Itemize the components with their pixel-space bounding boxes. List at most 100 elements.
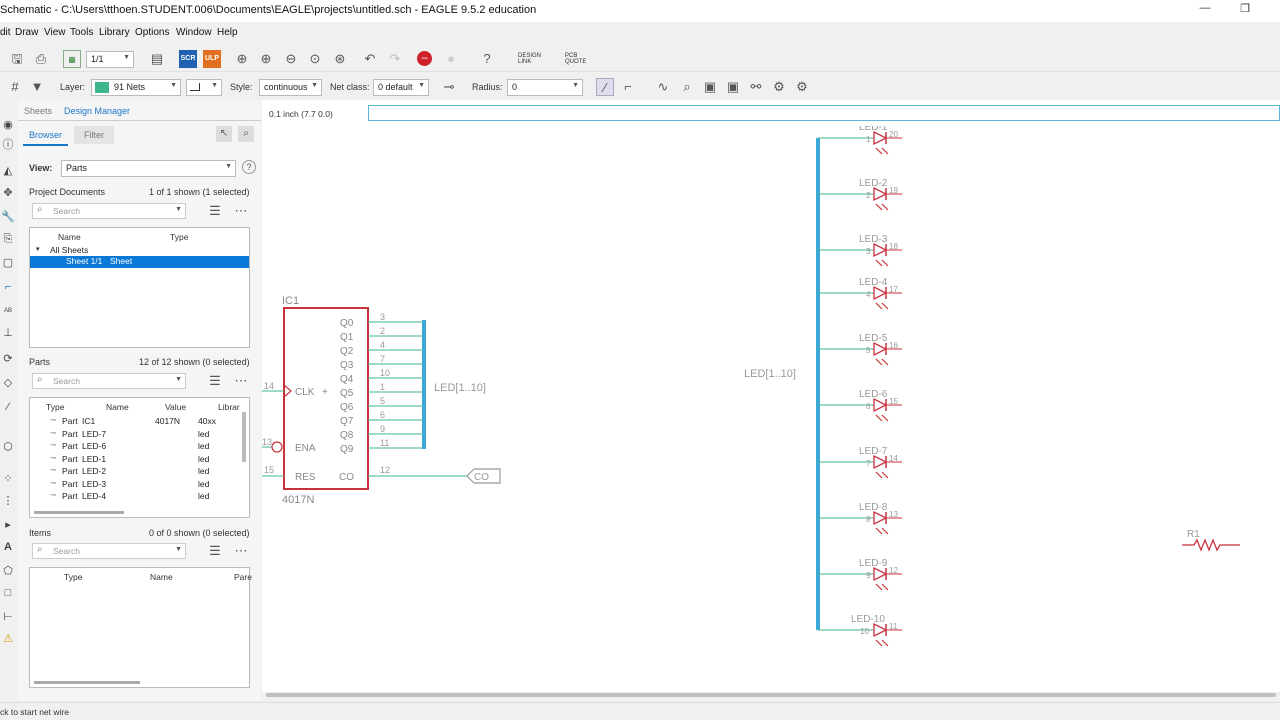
co-port-shape[interactable] [466, 468, 501, 484]
help-icon[interactable]: ? [242, 160, 256, 174]
cam-icon[interactable]: ▤ [150, 51, 164, 66]
menu-window[interactable]: Window [176, 27, 212, 38]
design-link-button[interactable]: DESIGN LINK [518, 53, 542, 65]
help-icon[interactable]: ? [483, 51, 491, 66]
tab-filter[interactable]: Filter [74, 126, 114, 144]
net-icon[interactable]: ⌐ [4, 281, 12, 293]
filter-icon[interactable]: ▼ [30, 79, 44, 94]
component2-icon[interactable]: ▣ [726, 79, 740, 94]
zoom-fit-icon[interactable]: ⊕ [236, 51, 248, 66]
column-header-name[interactable]: Name [106, 402, 129, 412]
netclass-select[interactable]: 0 default▼ [373, 79, 429, 96]
pin-icon[interactable]: ⋮ [2, 495, 14, 507]
arc-line-icon[interactable]: ⌐ [624, 79, 632, 94]
scrollbar-horizontal[interactable] [34, 681, 140, 684]
move-icon[interactable]: ✥ [3, 187, 13, 199]
zoom-redraw-icon[interactable]: ⊙ [309, 51, 321, 66]
list-view-icon[interactable]: ☰ [209, 203, 221, 218]
items-search[interactable]: ⌕Search▼ [32, 543, 186, 559]
straight-line-icon[interactable]: ⁄ [596, 78, 614, 96]
settings-icon[interactable]: ⚙ [796, 79, 808, 94]
ic-body[interactable] [283, 307, 369, 490]
wire-bend-select[interactable]: ▼ [186, 79, 222, 96]
menu-view[interactable]: View [44, 27, 66, 38]
menu-draw[interactable]: Draw [15, 27, 39, 38]
column-header-type[interactable]: Type [170, 232, 189, 242]
dimension-icon[interactable]: ⊢ [3, 611, 13, 623]
wave-icon[interactable]: ∿ [657, 79, 669, 94]
eye-icon[interactable]: ◉ [3, 119, 13, 131]
board-icon[interactable]: ▦ [63, 50, 81, 68]
grid-icon[interactable]: # [11, 79, 19, 94]
list-view-icon[interactable]: ☰ [209, 543, 221, 558]
tag-icon[interactable]: ◇ [3, 377, 13, 389]
rotate-icon[interactable]: ⟳ [3, 353, 13, 365]
split-icon[interactable]: ⊥ [3, 327, 13, 339]
command-input[interactable] [368, 105, 1280, 121]
arrow-icon[interactable]: ▸ [5, 519, 11, 531]
column-header-type[interactable]: Type [64, 572, 83, 582]
select-icon[interactable]: ↖ [216, 126, 232, 142]
component-icon[interactable]: ▣ [703, 79, 717, 94]
rect-icon[interactable]: □ [4, 587, 12, 599]
more-icon[interactable]: ⋯ [234, 203, 248, 218]
radius-select[interactable]: 0▼ [507, 79, 583, 96]
paste-icon[interactable]: ▢ [2, 257, 14, 269]
junction-icon[interactable]: ⁘ [3, 473, 13, 485]
gear-icon[interactable]: ⚙ [773, 79, 785, 94]
zoom-icon[interactable]: ⌕ [238, 126, 254, 142]
column-header-value[interactable]: Value [165, 402, 187, 412]
shape-icon[interactable]: ⬠ [3, 565, 13, 577]
go-icon[interactable]: ● [447, 51, 455, 66]
menu-help[interactable]: Help [217, 27, 238, 38]
stop-icon[interactable]: – [417, 51, 432, 66]
wrench-icon[interactable]: 🔧 [1, 211, 15, 223]
net-end-icon[interactable]: ⊸ [443, 79, 455, 94]
restore-button[interactable]: ❐ [1240, 3, 1250, 15]
tab-browser[interactable]: Browser [23, 126, 69, 146]
list-item[interactable]: Sheet 1/1 Sheet [30, 256, 249, 268]
warning-icon[interactable]: ⚠ [3, 633, 13, 645]
zoom-in-icon[interactable]: ⊕ [260, 51, 272, 66]
tab-design-manager[interactable]: Design Manager [64, 106, 131, 116]
list-view-icon[interactable]: ☰ [209, 373, 221, 388]
column-header-name[interactable]: Name [58, 232, 81, 242]
layer-select[interactable]: 91 Nets▼ [91, 79, 181, 96]
canvas-scrollbar[interactable] [262, 692, 1280, 700]
minimize-button[interactable]: — [1199, 2, 1211, 14]
menu-tools[interactable]: Tools [70, 27, 94, 38]
column-header-library[interactable]: Librar [218, 402, 240, 412]
tab-sheets[interactable]: Sheets [24, 106, 53, 116]
more-icon[interactable]: ⋯ [234, 373, 248, 388]
column-header-type[interactable]: Type [46, 402, 65, 412]
sheet-select[interactable]: 1/1▼ [86, 51, 134, 68]
scrollbar-vertical[interactable] [242, 412, 246, 462]
undo-icon[interactable]: ↶ [364, 51, 376, 66]
column-header-parent[interactable]: Pare [234, 572, 252, 582]
view-select[interactable]: Parts▼ [61, 160, 236, 177]
mirror-icon[interactable]: ◭ [3, 165, 13, 177]
column-header-name[interactable]: Name [150, 572, 173, 582]
more-icon[interactable]: ⋯ [234, 543, 248, 558]
scrollbar-horizontal[interactable] [34, 511, 124, 514]
redo-icon[interactable]: ↷ [389, 51, 401, 66]
scrollbar-thumb[interactable] [266, 693, 1276, 697]
zoom-out-icon[interactable]: ⊖ [285, 51, 297, 66]
menu-options[interactable]: Options [135, 27, 170, 38]
project-documents-search[interactable]: ⌕Search▼ [32, 203, 186, 219]
